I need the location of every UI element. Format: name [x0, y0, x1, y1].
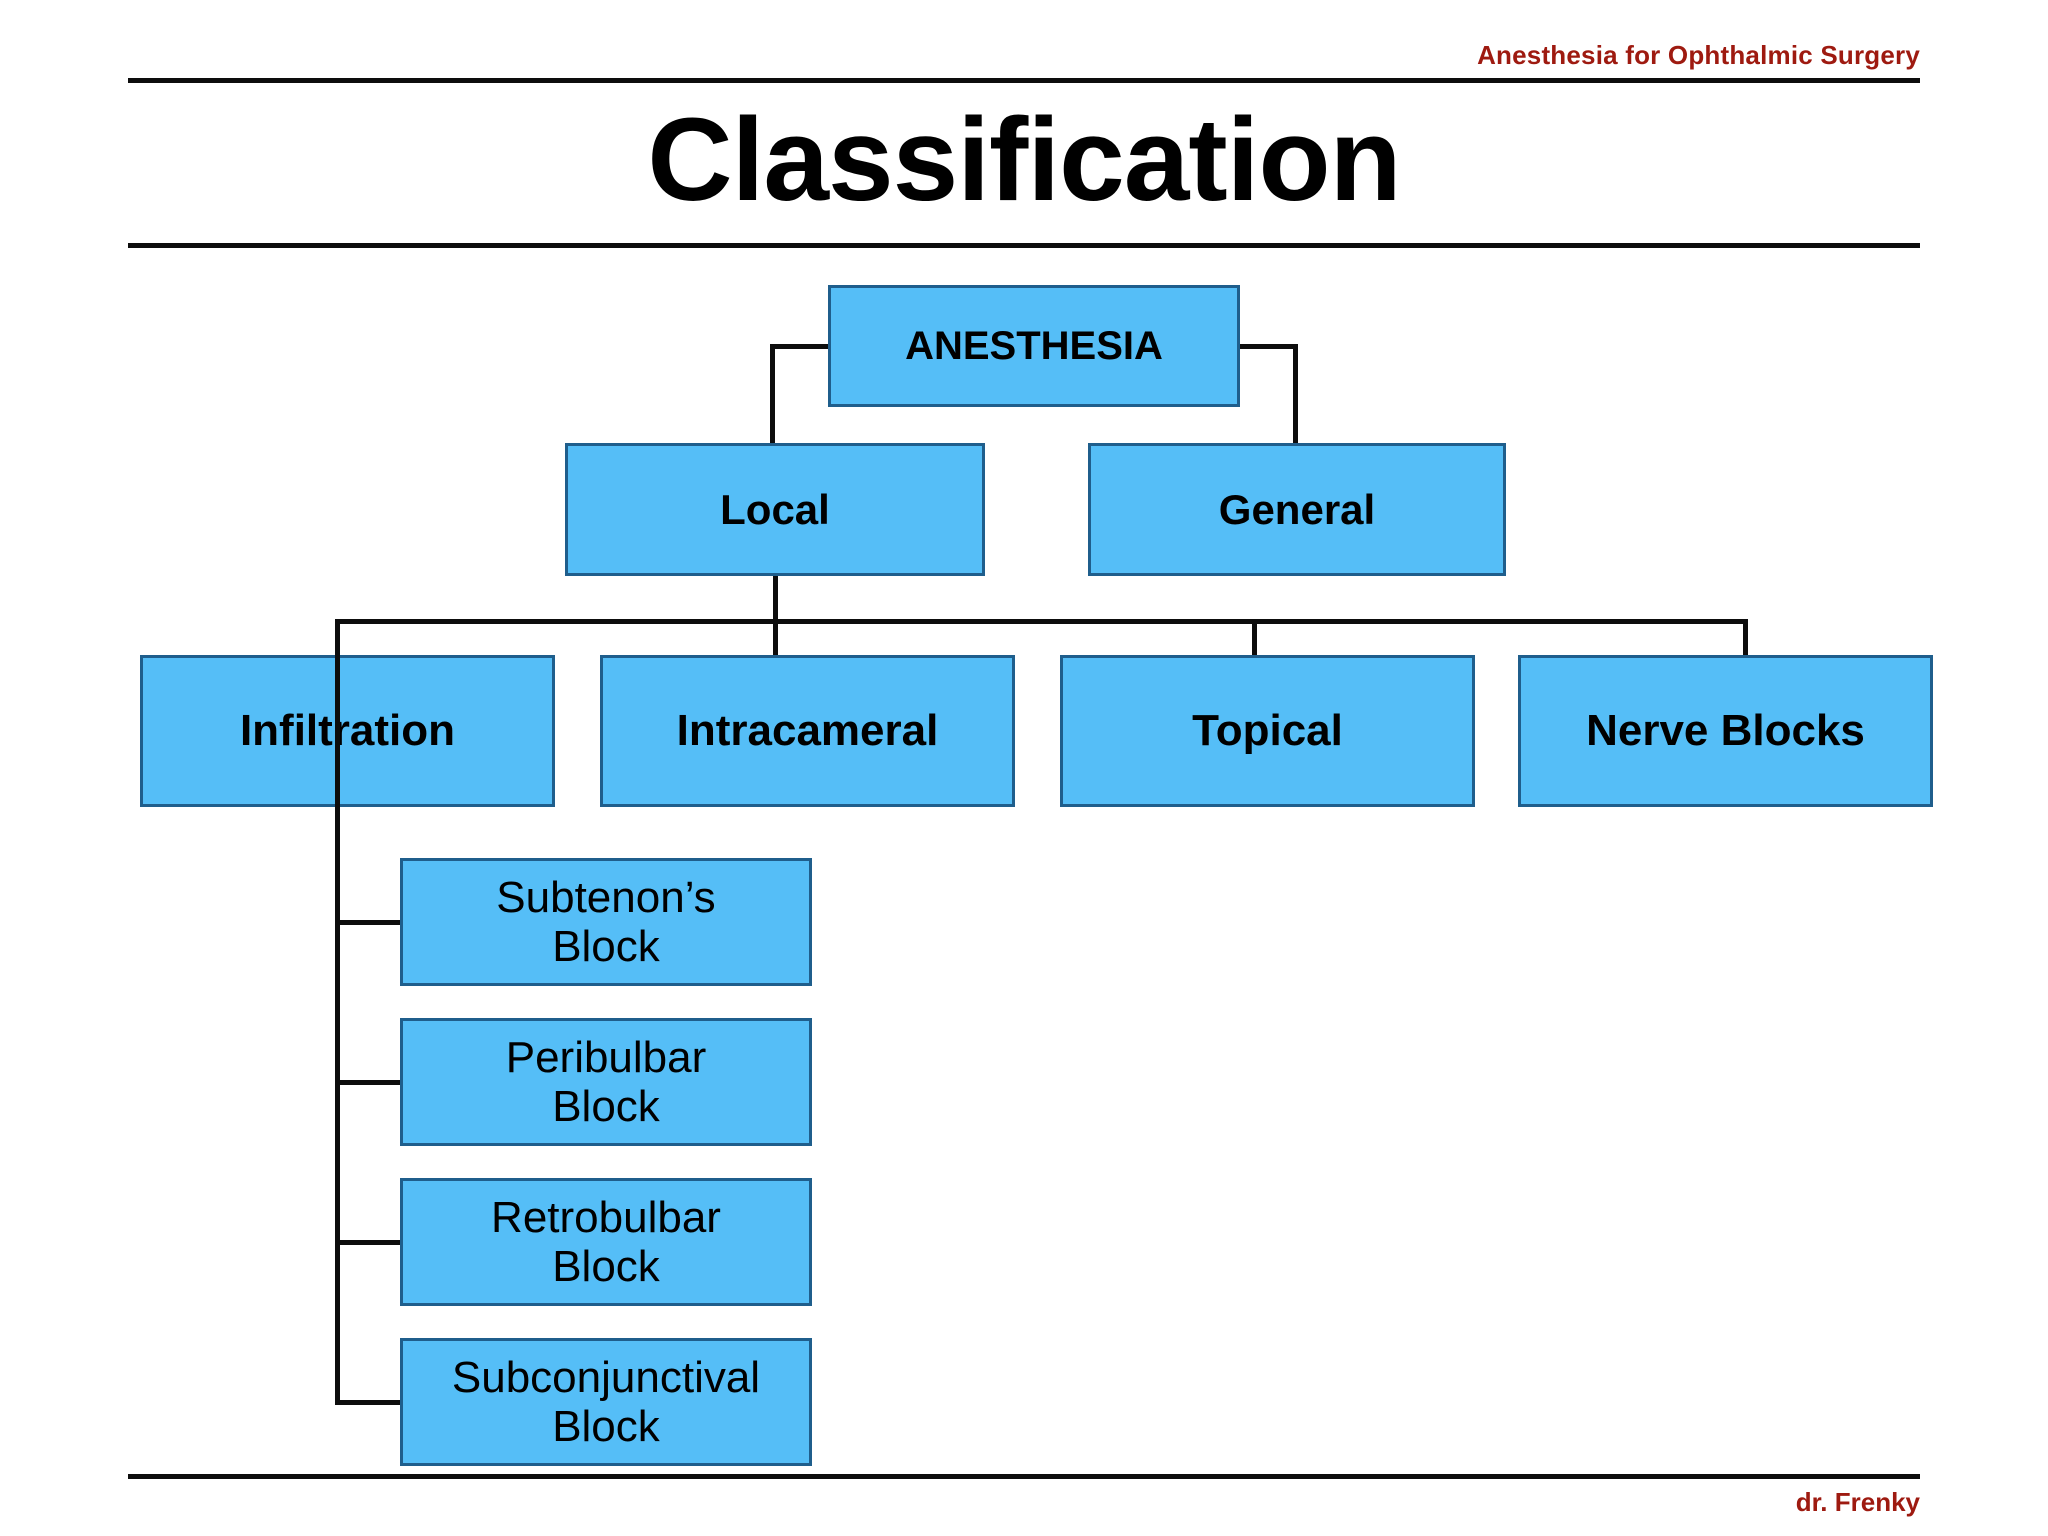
footer-author: dr. Frenky	[1795, 1487, 1920, 1517]
node-peribulbar-block-line2: Block	[552, 1082, 660, 1131]
connector-drop-infiltration	[335, 619, 340, 659]
node-peribulbar-block-line1: Peribulbar	[505, 1032, 707, 1082]
connector-stub-subconjunctival	[335, 1400, 403, 1405]
node-topical-label: Topical	[1192, 706, 1343, 756]
node-intracameral[interactable]: Intracameral	[600, 655, 1015, 807]
node-local[interactable]: Local	[565, 443, 985, 576]
connector-drop-topical	[1252, 619, 1257, 659]
title-divider	[128, 243, 1920, 248]
connector-drop-nerve-blocks	[1743, 619, 1748, 659]
node-nerve-blocks-label: Nerve Blocks	[1586, 706, 1865, 756]
node-retrobulbar-block-line1: Retrobulbar	[491, 1192, 721, 1242]
node-general-label: General	[1218, 485, 1376, 533]
connector-local-stem	[773, 574, 778, 624]
connector-stub-peribulbar	[335, 1080, 403, 1085]
connector-drop-intracameral	[773, 619, 778, 659]
node-retrobulbar-block-line2: Block	[552, 1242, 660, 1291]
connector-anesthesia-right-vertical	[1293, 344, 1298, 445]
node-subconjunctival-block-line2: Block	[552, 1402, 660, 1451]
node-subtenons-block-line1: Subtenon’s	[496, 872, 716, 922]
node-subconjunctival-block-line1: Subconjunctival	[451, 1352, 761, 1402]
footer-divider	[128, 1474, 1920, 1479]
node-topical[interactable]: Topical	[1060, 655, 1475, 807]
node-anesthesia-label: ANESTHESIA	[905, 323, 1163, 368]
connector-anesthesia-left-vertical	[770, 344, 775, 445]
node-intracameral-label: Intracameral	[676, 706, 939, 756]
node-nerve-blocks[interactable]: Nerve Blocks	[1518, 655, 1933, 807]
connector-level3-trunk	[335, 805, 340, 1405]
course-header: Anesthesia for Ophthalmic Surgery	[1477, 40, 1920, 70]
node-infiltration[interactable]: Infiltration	[140, 655, 555, 807]
header-divider	[128, 78, 1920, 83]
node-subtenons-block-line2: Block	[552, 922, 660, 971]
node-general[interactable]: General	[1088, 443, 1506, 576]
connector-anesthesia-left-horizontal	[770, 344, 832, 349]
connector-anesthesia-right-horizontal	[1236, 344, 1298, 349]
node-infiltration-label: Infiltration	[239, 706, 456, 756]
node-anesthesia[interactable]: ANESTHESIA	[828, 285, 1240, 407]
connector-level2-bus	[335, 619, 1748, 624]
node-local-label: Local	[720, 485, 830, 533]
connector-stub-retrobulbar	[335, 1240, 403, 1245]
connector-stub-subtenons	[335, 920, 403, 925]
page-title: Classification	[647, 94, 1401, 226]
connector-infiltration-through	[335, 655, 340, 807]
